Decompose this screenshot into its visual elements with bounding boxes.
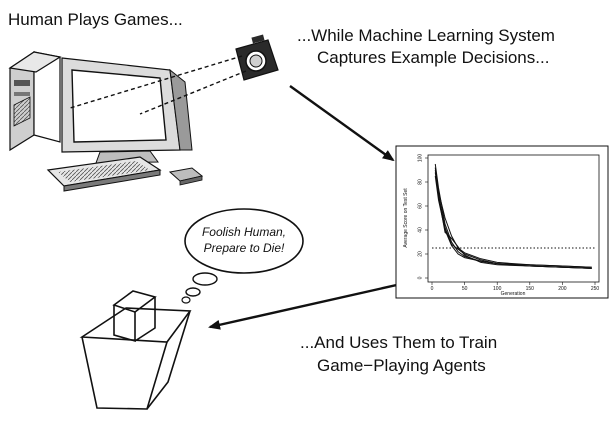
chart-card <box>395 145 609 299</box>
chart-y-tick-label: 60 <box>418 203 424 209</box>
thought-dot-small <box>181 296 191 304</box>
agent-robot-icon <box>79 290 192 410</box>
tower-icon <box>8 50 62 152</box>
chart-x-tick-label: 250 <box>591 286 600 292</box>
caption-train-line1: ...And Uses Them to Train <box>300 333 497 352</box>
caption-human-plays: Human Plays Games... <box>8 10 183 29</box>
mouse-icon <box>168 167 204 186</box>
caption-capture-line2: Captures Example Decisions... <box>317 48 549 67</box>
chart-ylabel: Average Score on Test Set <box>403 188 409 248</box>
thought-bubble: Foolish Human, Prepare to Die! <box>181 208 304 304</box>
thought-dot-medium <box>185 287 201 297</box>
chart-xlabel: Generation <box>501 291 526 297</box>
chart-plot-frame <box>427 154 600 283</box>
chart-x-tick-label: 200 <box>558 286 567 292</box>
monitor-icon <box>61 57 193 164</box>
training-chart: 0 50 100 150 200 250 0 20 40 60 80 100 Generation A… <box>395 145 609 299</box>
speech-bubble <box>184 208 304 274</box>
bubble-line1: Foolish Human, <box>202 225 286 239</box>
chart-x-tick-label: 50 <box>462 286 468 292</box>
chart-series-line-4 <box>434 169 592 268</box>
keyboard-icon <box>46 156 162 192</box>
chart-series-line-5 <box>434 175 592 269</box>
chart-y-tick-label: 40 <box>418 227 424 233</box>
camera-view-lines <box>69 55 247 115</box>
chart-x-tick-label: 150 <box>526 286 535 292</box>
chart-y-tick-label: 100 <box>418 154 424 163</box>
caption-capture-line1: ...While Machine Learning System <box>297 26 555 45</box>
thought-dot-large <box>192 272 218 286</box>
computer-illustration <box>8 50 204 192</box>
chart-x-tick-label: 100 <box>493 286 502 292</box>
bubble-line2: Prepare to Die! <box>204 241 285 255</box>
chart-x-tick-label: 0 <box>431 286 434 292</box>
camera-icon <box>235 34 279 81</box>
chart-y-tick-label: 80 <box>418 179 424 185</box>
chart-y-tick-label: 0 <box>418 276 424 279</box>
chart-y-tick-label: 20 <box>418 251 424 257</box>
arrow-to-agent <box>208 280 411 330</box>
arrow-to-chart <box>289 85 395 162</box>
caption-train-line2: Game−Playing Agents <box>317 356 486 375</box>
